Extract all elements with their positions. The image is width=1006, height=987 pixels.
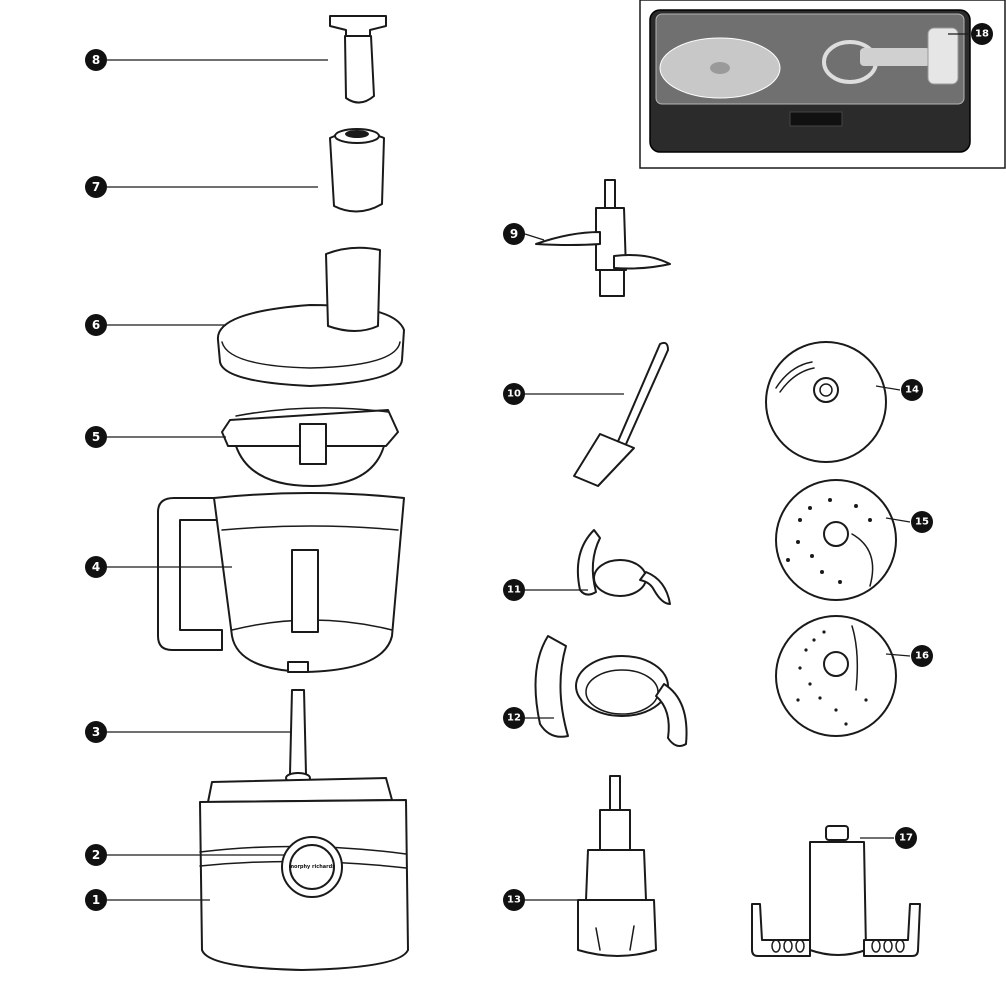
part-number-14: 14 [905, 385, 919, 396]
fine-grating-disc-illustration [775, 615, 897, 737]
leader-lines [107, 33, 970, 901]
part-badge-17: 17 [895, 827, 917, 849]
part-number-15: 15 [915, 517, 929, 528]
part-badge-9: 9 [503, 223, 525, 245]
part-badge-15: 15 [911, 511, 933, 533]
processing-bowl-illustration [157, 492, 405, 673]
part-number-18: 18 [975, 29, 989, 40]
disc-stem-illustration [577, 775, 657, 957]
leader-line-14 [875, 385, 901, 391]
part-badge-2: 2 [85, 844, 107, 866]
part-number-2: 2 [92, 848, 100, 862]
storage-case-tool [860, 48, 930, 66]
small-blade-illustration [576, 529, 671, 605]
storage-case-stem [927, 27, 959, 85]
part-badge-13: 13 [503, 889, 525, 911]
chopping-blade-illustration [535, 179, 671, 297]
part-badge-4: 4 [85, 556, 107, 578]
dough-tool-illustration [751, 825, 921, 957]
part-badge-3: 3 [85, 721, 107, 743]
lid-with-feed-tube-illustration [216, 246, 405, 387]
part-number-5: 5 [92, 430, 100, 444]
spatula-illustration [573, 341, 669, 487]
brand-label: morphy richards [289, 864, 335, 870]
part-number-8: 8 [92, 53, 100, 67]
leader-line-16 [885, 653, 911, 657]
part-badges: 8 7 6 5 4 3 2 1 9 10 11 12 13 14 15 16 1… [85, 23, 993, 911]
storage-case-disc-hub [710, 62, 730, 74]
part-badge-18: 18 [971, 23, 993, 45]
coarse-grating-disc-illustration [775, 479, 897, 601]
part-badge-5: 5 [85, 426, 107, 448]
part-number-6: 6 [92, 318, 100, 332]
large-blade-illustration [534, 635, 688, 747]
large-pusher-illustration [329, 128, 385, 213]
part-badge-16: 16 [911, 645, 933, 667]
part-number-16: 16 [915, 651, 929, 662]
drive-shaft-illustration [285, 689, 311, 784]
part-badge-10: 10 [503, 383, 525, 405]
part-badge-11: 11 [503, 579, 525, 601]
part-number-10: 10 [507, 389, 521, 400]
part-number-3: 3 [92, 725, 100, 739]
leader-line-9 [524, 233, 545, 241]
control-dial-illustration: morphy richards [281, 836, 343, 898]
small-pusher-illustration [329, 15, 387, 104]
part-number-7: 7 [92, 180, 100, 194]
part-number-12: 12 [507, 713, 521, 724]
part-number-17: 17 [899, 833, 913, 844]
part-badge-12: 12 [503, 707, 525, 729]
storage-case-illustration [639, 0, 1006, 169]
part-number-13: 13 [507, 895, 521, 906]
part-number-9: 9 [510, 227, 518, 241]
mini-bowl-illustration [221, 407, 399, 487]
part-badge-1: 1 [85, 889, 107, 911]
part-number-4: 4 [92, 560, 100, 574]
slicing-disc-illustration [765, 341, 887, 463]
part-number-1: 1 [92, 893, 100, 907]
part-badge-8: 8 [85, 49, 107, 71]
part-number-11: 11 [507, 585, 521, 596]
storage-case-latch [789, 111, 843, 127]
part-badge-14: 14 [901, 379, 923, 401]
part-badge-6: 6 [85, 314, 107, 336]
leader-line-15 [885, 517, 911, 523]
part-badge-7: 7 [85, 176, 107, 198]
